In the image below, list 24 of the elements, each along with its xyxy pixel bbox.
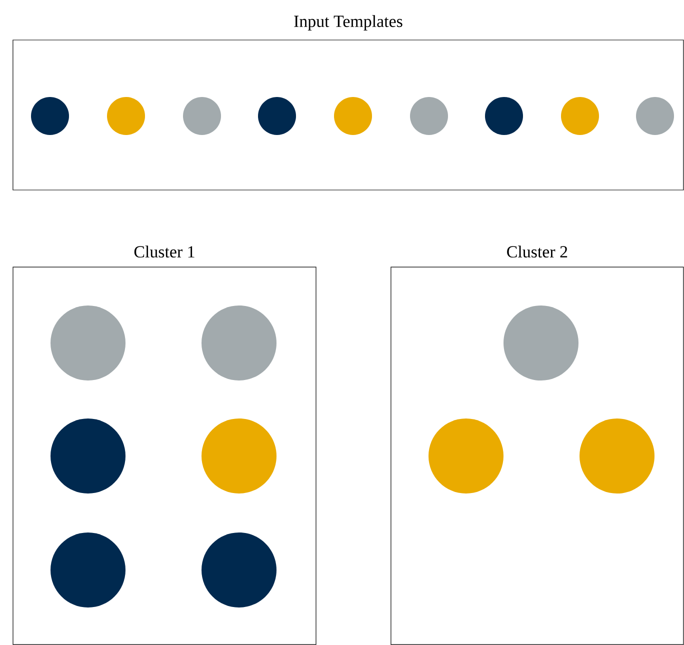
circle-marker: [183, 97, 221, 135]
circle-marker: [31, 97, 69, 135]
circle-marker: [334, 97, 372, 135]
circle-marker: [485, 97, 523, 135]
circle-marker: [410, 97, 448, 135]
circle-marker: [504, 306, 578, 380]
circle-marker: [561, 97, 599, 135]
node-label: Cluster 1: [134, 246, 194, 258]
circle-marker: [580, 418, 654, 494]
circle-marker: [202, 418, 276, 494]
circle-marker: [636, 97, 674, 135]
cluster-box: Cluster 2: [390, 246, 684, 645]
circle-marker: [50, 306, 126, 380]
circle-marker: [258, 97, 296, 135]
circle-marker: [202, 532, 276, 608]
node-label: Input Templates: [294, 15, 402, 30]
circle-marker: [202, 306, 276, 380]
circle-marker: [50, 532, 126, 608]
node-label: Cluster 2: [507, 246, 568, 258]
circle-marker: [107, 97, 145, 135]
circle-marker: [428, 418, 504, 494]
circle-marker: [50, 418, 126, 494]
cluster-box: Cluster 1: [12, 246, 316, 645]
cluster-box: Input Templates: [12, 15, 684, 190]
